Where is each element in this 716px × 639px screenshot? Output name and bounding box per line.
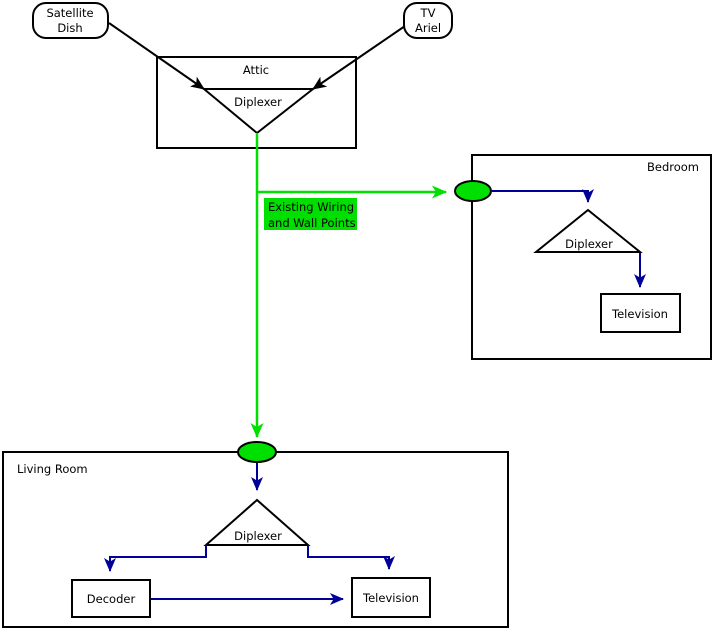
living-television-box: [351, 577, 431, 618]
satellite-dish-label-line2: Dish: [57, 21, 82, 35]
bedroom-television-box: [600, 293, 681, 333]
bedroom-wallpoint-to-diplexer-arrow: [492, 189, 594, 203]
living-diplexer-triangle: [203, 498, 311, 546]
living-television-label: Television: [362, 591, 419, 605]
living-diplexer-to-tv-arrow: [307, 545, 395, 570]
wall-point-connector-living-room: [237, 441, 277, 463]
attic-label: Attic: [243, 63, 269, 77]
bedroom-television-label: Television: [611, 307, 668, 321]
bedroom-label: Bedroom: [647, 160, 699, 174]
ariel-to-diplexer-arrow: [312, 25, 406, 90]
tv-ariel-node: [403, 2, 453, 39]
attic-diplexer-left-side: [203, 88, 258, 134]
bedroom-diplexer-label: Diplexer: [565, 237, 613, 251]
wiring-note-line1: Existing Wiring: [268, 200, 354, 214]
satellite-to-diplexer-arrow: [108, 22, 205, 90]
attic-diplexer-right-side: [256, 88, 314, 134]
living-room-label: Living Room: [17, 462, 88, 476]
wiring-note-background: [264, 198, 357, 230]
wiring-note-line2: and Wall Points: [268, 216, 356, 230]
tv-ariel-label-line2: Ariel: [415, 21, 441, 35]
satellite-dish-label-line1: Satellite: [46, 6, 93, 20]
living-diplexer-label: Diplexer: [234, 529, 282, 543]
attic-diplexer-label: Diplexer: [234, 95, 282, 109]
satellite-dish-node: [32, 2, 109, 39]
decoder-label: Decoder: [87, 592, 136, 606]
decoder-box: [71, 579, 151, 618]
living-diplexer-to-decoder-arrow: [104, 545, 207, 572]
tv-ariel-label-line1: TV: [420, 6, 436, 20]
wall-point-connector-bedroom: [454, 180, 492, 202]
bedroom-diplexer-triangle: [533, 208, 643, 253]
